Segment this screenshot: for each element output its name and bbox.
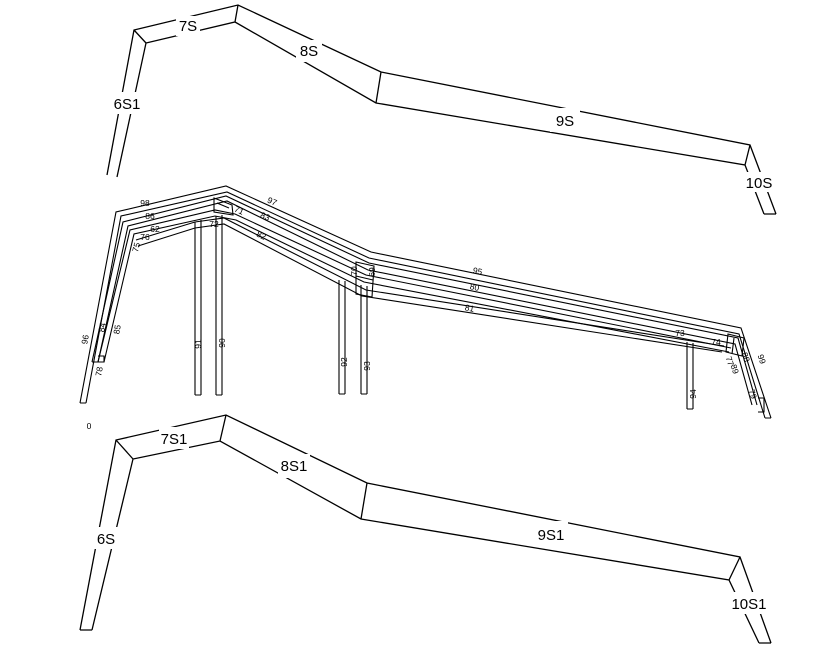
inner-frame-lines (135, 217, 725, 353)
second-frame-lines (91, 195, 758, 406)
member-label: 9S (556, 113, 574, 130)
third-frame-lines (97, 209, 732, 363)
member-number: 70 (349, 266, 359, 276)
member-label: 7S1 (161, 431, 188, 448)
vertical-posts (194, 215, 694, 410)
member-number: 81 (464, 302, 475, 314)
member-label: 6S1 (114, 96, 141, 113)
member-number: 99 (756, 353, 769, 365)
member-number: 94 (688, 389, 698, 399)
member-number: 74 (711, 337, 721, 347)
member-number: 86 (145, 211, 155, 221)
member-number: 88 (740, 351, 753, 363)
outer-frame-lines (79, 185, 772, 419)
member-number: 96 (79, 334, 91, 345)
bottom-view-outline (79, 414, 772, 644)
member-number: 76 (140, 232, 150, 242)
joint-boxes (92, 197, 765, 413)
member-label: 8S (300, 43, 318, 60)
member-numbers: 98 86 62 76 75 84 85 96 78 72 71 97 83 8… (79, 195, 768, 401)
member-label: 8S1 (281, 458, 308, 475)
top-view: 6S1 7S 8S 9S 10S (106, 4, 777, 215)
member-label: 7S (179, 18, 197, 35)
member-label: 9S1 (538, 527, 565, 544)
middle-view: 98 86 62 76 75 84 85 96 78 72 71 97 83 8… (79, 185, 772, 431)
member-label: 6S (97, 531, 115, 548)
member-number: 77 (724, 355, 737, 367)
bottom-view: 6S 7S1 8S1 9S1 10S1 (79, 414, 772, 644)
member-number: 69 (367, 267, 377, 277)
member-label: 10S (746, 175, 773, 192)
member-number: 90 (217, 338, 227, 348)
member-number: 93 (362, 361, 372, 371)
top-view-outline (106, 4, 777, 215)
member-number: 78 (93, 366, 105, 377)
member-number: 80 (469, 281, 481, 293)
member-number: 82 (255, 229, 268, 242)
origin-marker: 0 (87, 421, 92, 431)
member-number: 89 (729, 363, 742, 375)
member-number: 73 (675, 328, 685, 338)
member-number: 72 (209, 219, 219, 229)
member-number: 75 (130, 241, 142, 253)
member-number: 98 (140, 198, 150, 208)
member-number: 92 (339, 357, 349, 367)
member-number: 85 (111, 324, 123, 335)
member-number: 84 (96, 322, 108, 333)
member-number: 83 (259, 210, 272, 223)
member-number: 91 (193, 339, 203, 349)
member-number: 71 (233, 204, 246, 217)
member-number: 62 (150, 224, 160, 234)
member-number: 79 (747, 388, 760, 400)
member-label: 10S1 (731, 596, 766, 613)
member-number: 97 (266, 195, 279, 208)
member-number: 95 (472, 265, 484, 277)
